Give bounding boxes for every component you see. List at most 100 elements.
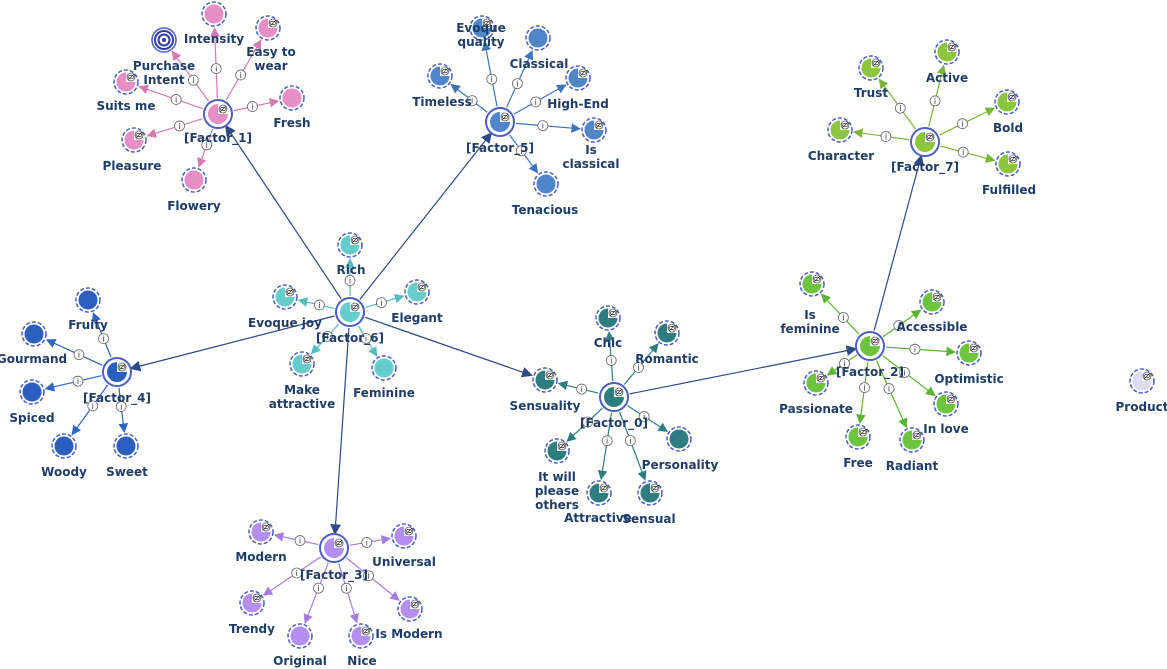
- info-marker[interactable]: i: [624, 435, 636, 446]
- factor-node-factor-7[interactable]: [Factor_7]: [891, 127, 959, 175]
- info-marker[interactable]: i: [201, 139, 213, 151]
- link-factor_2-factor_7[interactable]: [873, 154, 925, 331]
- node-free[interactable]: Free: [843, 424, 873, 470]
- link-factor_6-sensuality[interactable]: [364, 316, 533, 378]
- info-marker[interactable]: i: [537, 120, 549, 132]
- info-marker[interactable]: i: [174, 120, 185, 132]
- node-flowery[interactable]: Flowery: [167, 167, 221, 213]
- info-marker[interactable]: i: [929, 95, 941, 107]
- link-factor_6-factor_3[interactable]: [330, 327, 350, 536]
- info-marker[interactable]: i: [605, 355, 617, 366]
- info-marker[interactable]: i: [576, 383, 588, 395]
- info-marker[interactable]: i: [582, 416, 593, 428]
- link-factor_0-factor_2[interactable]: [629, 345, 858, 395]
- link-factor_6-factor_1[interactable]: [225, 124, 342, 300]
- edge-factor_1-intensity[interactable]: [210, 27, 220, 99]
- node-fulfilled[interactable]: Fulfilled: [982, 151, 1036, 197]
- node-suits-me[interactable]: Suits me: [97, 69, 156, 113]
- info-marker[interactable]: i: [466, 95, 478, 107]
- info-marker[interactable]: i: [235, 69, 247, 81]
- node-evoque-joy[interactable]: Evoque joy: [248, 284, 322, 330]
- info-marker[interactable]: i: [115, 401, 127, 412]
- info-marker[interactable]: i: [291, 567, 303, 579]
- node-attractive[interactable]: Attractive: [564, 480, 632, 525]
- info-marker[interactable]: i: [361, 536, 373, 548]
- info-marker[interactable]: i: [247, 101, 258, 112]
- node-sensuality[interactable]: Sensuality: [510, 367, 581, 413]
- node-gourmand[interactable]: Gourmand: [0, 321, 67, 366]
- info-marker[interactable]: i: [187, 74, 199, 86]
- node-classical[interactable]: Classical: [510, 25, 569, 71]
- info-marker[interactable]: i: [894, 102, 906, 114]
- info-marker[interactable]: i: [893, 320, 905, 331]
- node-personality[interactable]: Personality: [642, 426, 719, 472]
- info-marker[interactable]: i: [98, 333, 109, 345]
- info-marker[interactable]: i: [880, 131, 892, 142]
- factor-node-factor-2[interactable]: [Factor_2]: [836, 331, 904, 380]
- info-marker[interactable]: i: [633, 362, 644, 373]
- node-original[interactable]: Original: [273, 623, 327, 668]
- factor-node-factor-4[interactable]: [Factor_4]: [83, 357, 151, 406]
- factor-node-factor-0[interactable]: [Factor_0]: [580, 382, 648, 431]
- node-romantic[interactable]: Romantic: [635, 320, 699, 366]
- factor-node-factor-1[interactable]: [Factor_1]: [184, 99, 252, 146]
- node-sweet[interactable]: Sweet: [106, 433, 148, 479]
- info-marker[interactable]: i: [839, 358, 850, 369]
- info-marker[interactable]: i: [530, 96, 542, 108]
- node-product[interactable]: Product: [1116, 368, 1167, 414]
- node-high-end[interactable]: High-End: [547, 65, 609, 111]
- info-marker[interactable]: i: [486, 73, 498, 85]
- link-factor_6-factor_4[interactable]: [129, 315, 335, 372]
- node-universal[interactable]: Universal: [372, 523, 436, 569]
- info-marker[interactable]: i: [375, 297, 387, 309]
- info-marker[interactable]: i: [360, 333, 372, 344]
- info-marker[interactable]: i: [313, 582, 324, 594]
- node-timeless[interactable]: Timeless: [412, 63, 472, 109]
- info-marker[interactable]: i: [72, 375, 84, 387]
- edge-factor_1-easy_to_wear[interactable]: [225, 39, 262, 101]
- info-marker[interactable]: i: [210, 63, 222, 75]
- info-marker[interactable]: i: [899, 367, 911, 378]
- edge-factor_0-sensual[interactable]: [619, 411, 647, 481]
- info-marker[interactable]: i: [601, 435, 613, 447]
- link-factor_6-factor_5[interactable]: [359, 132, 492, 300]
- info-marker[interactable]: i: [313, 299, 325, 311]
- info-marker[interactable]: i: [909, 343, 921, 355]
- node-rich[interactable]: Rich: [336, 232, 366, 277]
- node-optimistic[interactable]: Optimistic: [934, 340, 1004, 386]
- node-chic[interactable]: Chic: [594, 305, 623, 350]
- edge-factor_2-optimistic[interactable]: [885, 346, 956, 357]
- node-passionate[interactable]: Passionate: [779, 370, 853, 416]
- node-in-love[interactable]: In love: [923, 391, 969, 436]
- info-marker[interactable]: i: [638, 411, 650, 422]
- node-fruity[interactable]: Fruity: [68, 287, 108, 332]
- info-marker[interactable]: i: [957, 146, 969, 158]
- info-marker[interactable]: i: [322, 330, 333, 342]
- info-marker[interactable]: i: [363, 570, 374, 582]
- info-marker[interactable]: i: [340, 582, 352, 594]
- node-active[interactable]: Active: [926, 39, 968, 85]
- node-is-modern[interactable]: Is Modern: [375, 596, 443, 641]
- edge-factor_3-trendy[interactable]: [262, 556, 322, 596]
- factor-node-factor-6[interactable]: [Factor_6]: [316, 297, 384, 346]
- info-marker[interactable]: i: [837, 312, 849, 323]
- info-marker[interactable]: i: [294, 535, 306, 546]
- factor-node-factor-5[interactable]: [Factor_5]: [466, 107, 534, 156]
- node-character[interactable]: Character: [808, 117, 874, 163]
- info-marker[interactable]: i: [170, 94, 182, 105]
- node-sensual[interactable]: Sensual: [622, 480, 676, 526]
- info-marker[interactable]: i: [515, 145, 527, 157]
- node-modern[interactable]: Modern: [235, 519, 287, 564]
- node-elegant[interactable]: Elegant: [391, 279, 443, 325]
- node-spiced[interactable]: Spiced: [9, 379, 55, 425]
- info-marker[interactable]: i: [344, 275, 356, 286]
- info-marker[interactable]: i: [87, 400, 99, 412]
- node-woody[interactable]: Woody: [41, 433, 87, 479]
